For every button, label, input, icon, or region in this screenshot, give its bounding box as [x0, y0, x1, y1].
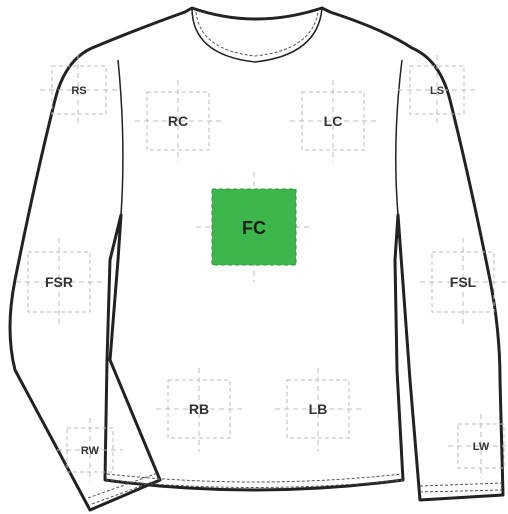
zone-label-rs: RS	[71, 85, 86, 97]
zone-label-lb: LB	[309, 401, 328, 417]
zone-ls[interactable]: LS	[398, 55, 476, 125]
zone-label-fc: FC	[242, 218, 266, 238]
zone-label-fsl: FSL	[450, 274, 477, 290]
zone-label-rb: RB	[189, 401, 209, 417]
zone-label-ls: LS	[430, 85, 444, 97]
zone-label-lc: LC	[324, 113, 343, 129]
zone-label-rc: RC	[168, 113, 188, 129]
zone-label-fsr: FSR	[45, 274, 73, 290]
zone-label-rw: RW	[81, 445, 100, 457]
zone-label-lw: LW	[473, 441, 490, 453]
